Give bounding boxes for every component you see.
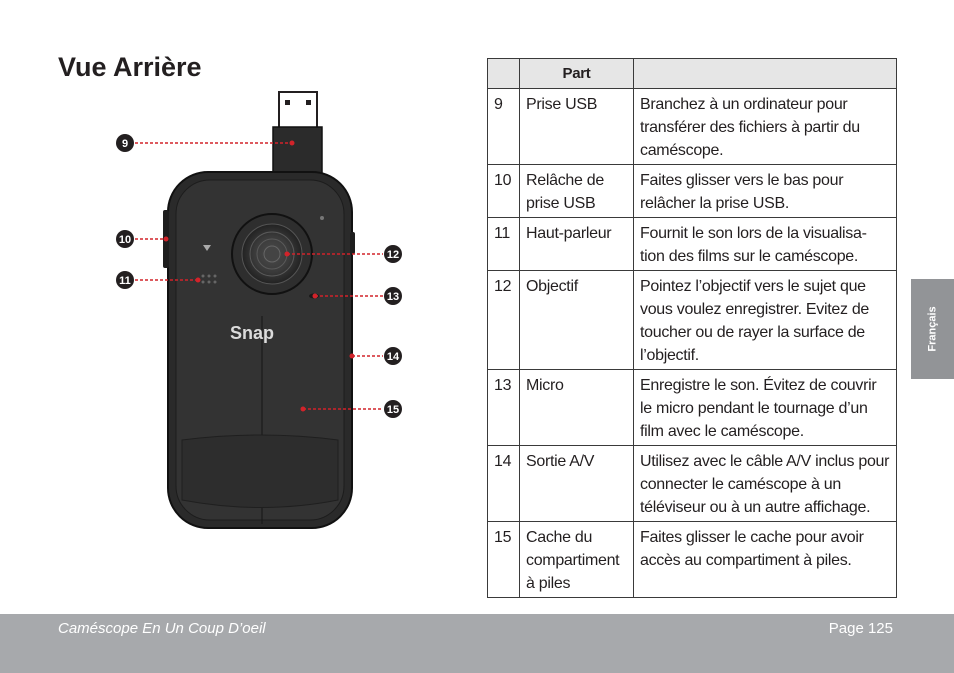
page-title: Vue Arrière bbox=[58, 52, 202, 82]
svg-text:12: 12 bbox=[387, 249, 399, 261]
part-number: 13 bbox=[487, 369, 520, 446]
callout-11: 11 bbox=[116, 271, 134, 289]
svg-text:10: 10 bbox=[119, 234, 131, 246]
header-number bbox=[487, 58, 520, 89]
page-number: Page 125 bbox=[828, 620, 893, 637]
svg-text:14: 14 bbox=[387, 351, 400, 363]
table-row: 9 Prise USB Branchez à un ordinateur pou… bbox=[487, 88, 897, 165]
part-description: Branchez à un ordinateur pour transférer… bbox=[633, 88, 897, 165]
camcorder-rear-diagram: Snap 9 10 11 12 13 14 15 bbox=[100, 85, 420, 545]
page-footer: Caméscope En Un Coup D’oeil Page 125 bbox=[0, 614, 954, 673]
svg-text:11: 11 bbox=[119, 275, 131, 287]
language-tab: Français bbox=[911, 279, 954, 379]
callout-9: 9 bbox=[116, 134, 134, 152]
language-tab-label: Français bbox=[926, 306, 939, 352]
part-name: Objectif bbox=[519, 270, 634, 370]
callout-14: 14 bbox=[384, 347, 402, 365]
part-number: 11 bbox=[487, 217, 520, 271]
header-description bbox=[633, 58, 897, 89]
release-arrow-icon bbox=[203, 245, 211, 251]
part-description: Utilisez avec le câble A/V inclus pour c… bbox=[633, 445, 897, 522]
lens bbox=[231, 213, 313, 295]
table-row: 11 Haut-parleur Fournit le son lors de l… bbox=[487, 217, 897, 271]
part-description: Faites glisser le cache pour avoir accès… bbox=[633, 521, 897, 598]
part-name: Cache du compartiment à piles bbox=[519, 521, 634, 598]
svg-text:15: 15 bbox=[387, 404, 399, 416]
footer-section-title: Caméscope En Un Coup D’oeil bbox=[58, 620, 266, 637]
callout-13: 13 bbox=[384, 287, 402, 305]
part-description: Fournit le son lors de la visualisa-tion… bbox=[633, 217, 897, 271]
header-part: Part bbox=[519, 58, 634, 89]
usb-plug bbox=[272, 91, 323, 184]
part-number: 12 bbox=[487, 270, 520, 370]
table-row: 13 Micro Enregistre le son. Évitez de co… bbox=[487, 369, 897, 446]
part-number: 14 bbox=[487, 445, 520, 522]
callout-lines bbox=[135, 142, 383, 410]
table-row: 14 Sortie A/V Utilisez avec le câble A/V… bbox=[487, 445, 897, 522]
svg-text:13: 13 bbox=[387, 291, 399, 303]
table-header-row: Part bbox=[487, 58, 897, 89]
part-description: Enregistre le son. Évitez de couvrir le … bbox=[633, 369, 897, 446]
svg-text:9: 9 bbox=[122, 138, 128, 150]
part-description: Faites glisser vers le bas pour relâcher… bbox=[633, 164, 897, 218]
parts-table: Part 9 Prise USB Branchez à un ordinateu… bbox=[487, 58, 897, 598]
table-row: 15 Cache du compartiment à piles Faites … bbox=[487, 521, 897, 598]
part-name: Prise USB bbox=[519, 88, 634, 165]
callout-15: 15 bbox=[384, 400, 402, 418]
callout-10: 10 bbox=[116, 230, 134, 248]
part-name: Relâche de prise USB bbox=[519, 164, 634, 218]
speaker-grille bbox=[201, 274, 217, 284]
callout-12: 12 bbox=[384, 245, 402, 263]
part-number: 10 bbox=[487, 164, 520, 218]
table-row: 12 Objectif Pointez l’objectif vers le s… bbox=[487, 270, 897, 370]
part-description: Pointez l’objectif vers le sujet que vou… bbox=[633, 270, 897, 370]
part-name: Sortie A/V bbox=[519, 445, 634, 522]
table-row: 10 Relâche de prise USB Faites glisser v… bbox=[487, 164, 897, 218]
part-name: Micro bbox=[519, 369, 634, 446]
brand-logo: Snap bbox=[230, 323, 274, 343]
part-number: 9 bbox=[487, 88, 520, 165]
part-name: Haut-parleur bbox=[519, 217, 634, 271]
part-number: 15 bbox=[487, 521, 520, 598]
